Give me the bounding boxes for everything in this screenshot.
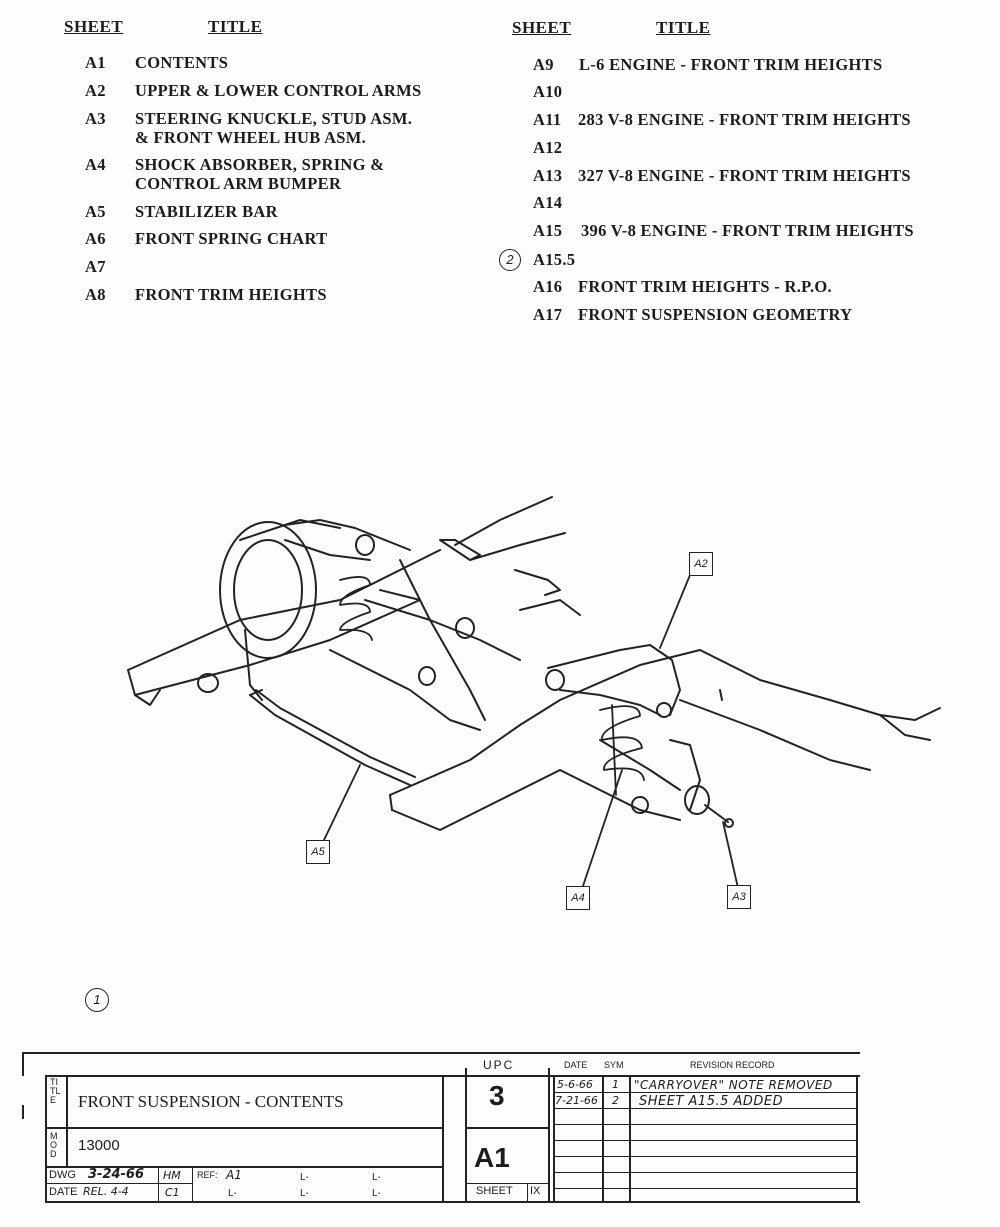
sheet-title: STABILIZER BAR [135,202,278,221]
frame-rear-section [439,496,581,616]
sheet-title: 327 V-8 ENGINE - FRONT TRIM HEIGHTS [578,166,911,185]
revision-2-record: SHEET A15.5 ADDED [639,1094,784,1109]
sheet-number: A1 [474,1142,510,1173]
sheet-code: A7 [85,257,106,276]
stabilizer-bar [249,689,416,786]
drawing-title: FRONT SUSPENSION - CONTENTS [78,1092,344,1111]
revision-1-sym: 1 [612,1078,619,1091]
right-lower-control-arm [559,739,681,821]
sheet-code: A11 [533,110,562,129]
right-upper-control-arm [545,644,681,718]
sheet-code: A4 [85,155,106,174]
l-field-4: L- [300,1188,309,1199]
sheet-title: STEERING KNUCKLE, STUD ASM. [135,109,413,128]
title-side-label: TITLE [50,1077,61,1105]
left-sheet-header: SHEET [64,17,124,36]
left-frame-rail [127,549,441,706]
sheet-code: A6 [85,229,106,248]
revision-mark-2-icon: 2 [499,249,521,271]
release-code: C1 [165,1186,180,1199]
sheet-code: A15.5 [533,250,576,269]
l-field-3: L- [228,1188,237,1199]
front-crossmember [329,559,521,731]
callout-a2: A2 [689,552,713,576]
left-coil-spring [339,576,373,641]
upc-label: UPC [483,1058,515,1072]
ref-value: A1 [226,1168,242,1182]
l-field-1: L- [300,1172,309,1183]
sheet-code: A14 [533,193,563,212]
l-field-5: L- [372,1188,381,1199]
left-upper-control-arm [284,519,411,561]
revision-1-record: "CARRYOVER" NOTE REMOVED [634,1078,833,1092]
sheet-title: FRONT SPRING CHART [135,229,328,248]
release-date: REL. 4-4 [83,1185,129,1198]
revision-record-label: REVISION RECORD [690,1060,775,1070]
sheet-code: A13 [533,166,563,185]
sheet-title: L-6 ENGINE - FRONT TRIM HEIGHTS [579,55,883,74]
sheet-code: A16 [533,277,563,296]
sheet-title-line2: CONTROL ARM BUMPER [135,174,342,193]
mod-side-label: MOD [50,1131,58,1159]
sheet-title: 396 V-8 ENGINE - FRONT TRIM HEIGHTS [581,221,914,240]
upc-number: 3 [489,1080,505,1111]
revision-mark-1-icon: 1 [85,988,109,1012]
sheet-title: SHOCK ABSORBER, SPRING & [135,155,385,174]
mod-number: 13000 [78,1137,120,1154]
callout-a5: A5 [306,840,330,864]
callout-a3: A3 [727,885,751,909]
sheet-code: A12 [533,138,563,157]
sheet-box: IX [530,1185,541,1197]
sheet-title: 283 V-8 ENGINE - FRONT TRIM HEIGHTS [578,110,911,129]
left-title-header: TITLE [208,17,263,36]
sheet-code: A5 [85,202,106,221]
sheet-title: UPPER & LOWER CONTROL ARMS [135,81,422,100]
ref-label: REF: [197,1170,218,1180]
sheet-code: A2 [85,81,106,100]
sym-column-label: SYM [604,1060,624,1070]
sheet-title: FRONT TRIM HEIGHTS [135,285,327,304]
revision-2-sym: 2 [612,1094,619,1107]
sheet-code: A1 [85,53,106,72]
sheet-code: A10 [533,82,563,101]
sheet-label: SHEET [476,1185,513,1197]
sheet-code: A17 [533,305,563,324]
date-row-label: DATE [49,1186,78,1198]
dwg-label: DWG [49,1169,76,1181]
callout-a4: A4 [566,886,590,910]
front-suspension-illustration [127,496,941,889]
sheet-code: A3 [85,109,106,128]
sheet-title: FRONT SUSPENSION GEOMETRY [578,305,853,324]
sheet-code: A8 [85,285,106,304]
callout-leaders [323,574,739,889]
l-field-2: L- [372,1172,381,1183]
dwg-date: 3-24-66 [88,1167,145,1182]
left-brake-drum [219,519,341,659]
date-column-label: DATE [564,1060,588,1070]
right-sheet-header: SHEET [512,18,572,37]
sheet-code: A15 [533,221,563,240]
sheet-title: FRONT TRIM HEIGHTS - R.P.O. [578,277,832,296]
sheet-title: CONTENTS [135,53,229,72]
revision-1-date: 5-6-66 [557,1078,593,1091]
sheet-title-line2: & FRONT WHEEL HUB ASM. [135,128,367,147]
revision-2-date: 7-21-66 [555,1094,598,1107]
steering-knuckle-hub [669,739,734,828]
right-coil-spring [599,704,645,796]
right-title-header: TITLE [656,18,711,37]
dwg-initials: HM [163,1169,181,1182]
sheet-code: A9 [533,55,554,74]
